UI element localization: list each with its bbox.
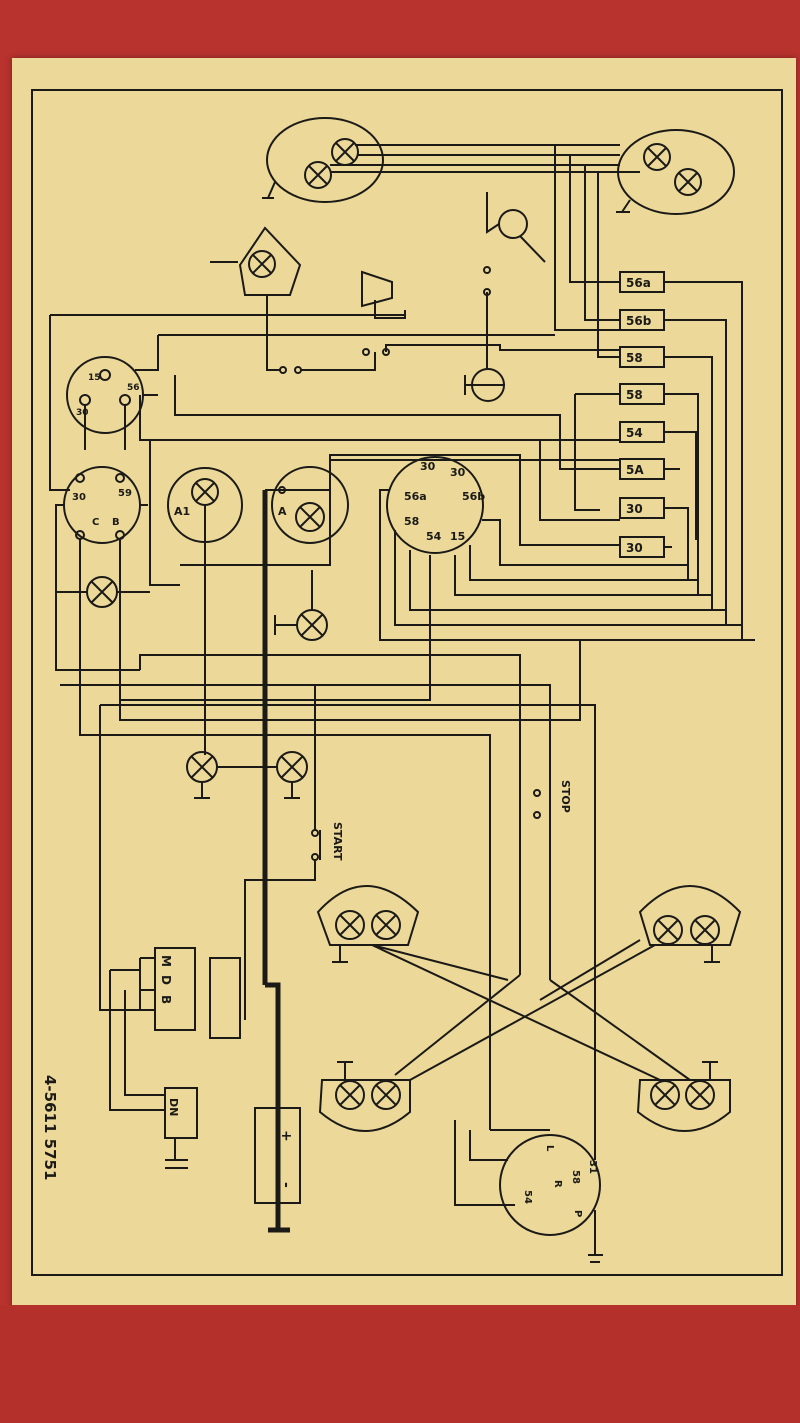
terminal-block: 56a 56b 58 58 54 5A 30 30: [619, 271, 665, 558]
speedometer-lamp: [210, 226, 302, 296]
rear-lamp-left-bottom: [318, 1061, 411, 1132]
generator: DN: [164, 1087, 198, 1169]
document-number: 4-5611 5751: [41, 1075, 59, 1180]
schematic-sheet: [12, 58, 796, 1308]
terminal-label: 56a: [626, 276, 651, 290]
rear-unit-label: P: [572, 1210, 583, 1217]
left-unit-label: B: [112, 517, 120, 528]
rear-unit-label: 31: [587, 1160, 598, 1174]
dimmer-switch: 15 56 30: [66, 356, 158, 450]
ignition-label: 58: [404, 515, 419, 528]
stop-label: STOP: [559, 780, 572, 813]
diagram-frame: [31, 89, 783, 1276]
terminal-label: 56b: [626, 314, 652, 328]
ignition-switch: 30 30 56b 56a 58 15 54: [386, 456, 485, 554]
rear-unit: 31 58 54 L R P: [454, 1120, 603, 1263]
lamp-icon: [248, 250, 276, 278]
regulator-label: D: [159, 975, 173, 985]
terminal-label: 54: [626, 426, 643, 440]
generator-label: DN: [167, 1098, 180, 1116]
ignition-label: 56b: [462, 490, 485, 503]
lamp-icon: [643, 143, 671, 171]
start-label: START: [331, 822, 344, 861]
terminal-label: 58: [626, 388, 643, 402]
left-unit: 30 59 C B: [55, 466, 148, 720]
ignition-label: 56a: [404, 490, 427, 503]
cutout-box: [209, 957, 241, 1039]
headlamp-left: [262, 117, 384, 203]
battery-plus: +: [278, 1130, 294, 1142]
rear-unit-label: R: [552, 1180, 563, 1188]
battery: + -: [254, 1107, 301, 1204]
regulator: M D B: [109, 947, 196, 1111]
stop-switch[interactable]: STOP: [533, 780, 572, 819]
rear-lamp-right-bottom: [636, 1061, 731, 1132]
ground-circle: [464, 368, 505, 402]
battery-minus: -: [278, 1182, 294, 1188]
ignition-label: 54: [426, 530, 442, 543]
lamp-icon: [217, 751, 308, 799]
left-unit-label: 59: [118, 488, 132, 499]
lamp-icon: [56, 576, 150, 608]
lamp-icon: [186, 751, 218, 799]
ignition-label: 30: [420, 460, 436, 473]
horn-icon: [361, 270, 406, 319]
ignition-label: 30: [450, 466, 466, 479]
dimmer-label: 30: [76, 408, 89, 418]
rear-unit-label: L: [544, 1145, 555, 1152]
lamp-icon: [274, 570, 328, 641]
terminal-label: 5A: [626, 463, 644, 477]
left-unit-label: C: [92, 517, 99, 528]
terminal-label: 30: [626, 502, 643, 516]
lamp-icon: [331, 138, 359, 166]
start-switch[interactable]: START: [244, 822, 344, 1020]
terminal-label: 58: [626, 351, 643, 365]
charge-lamp-label: A1: [174, 505, 190, 518]
regulator-label: B: [159, 995, 173, 1004]
regulator-label: M: [159, 955, 173, 967]
dimmer-label: 56: [127, 383, 140, 393]
pilot-lamp: A: [271, 466, 349, 544]
rear-lamp-right-top: [638, 885, 742, 963]
rear-unit-label: 54: [522, 1190, 533, 1204]
charge-lamp: A1: [167, 467, 243, 755]
terminal-label: 30: [626, 541, 643, 555]
pilot-lamp-label: A: [278, 505, 287, 518]
lamp-icon: [304, 161, 332, 189]
photo-background: [0, 1305, 800, 1423]
rear-unit-label: 58: [570, 1170, 581, 1184]
motor-icon: [483, 192, 546, 296]
ignition-label: 15: [450, 530, 465, 543]
rear-lamp-left-top: [316, 885, 420, 963]
left-unit-label: 30: [72, 492, 86, 503]
lamp-icon: [674, 168, 702, 196]
dimmer-label: 15: [88, 373, 101, 383]
